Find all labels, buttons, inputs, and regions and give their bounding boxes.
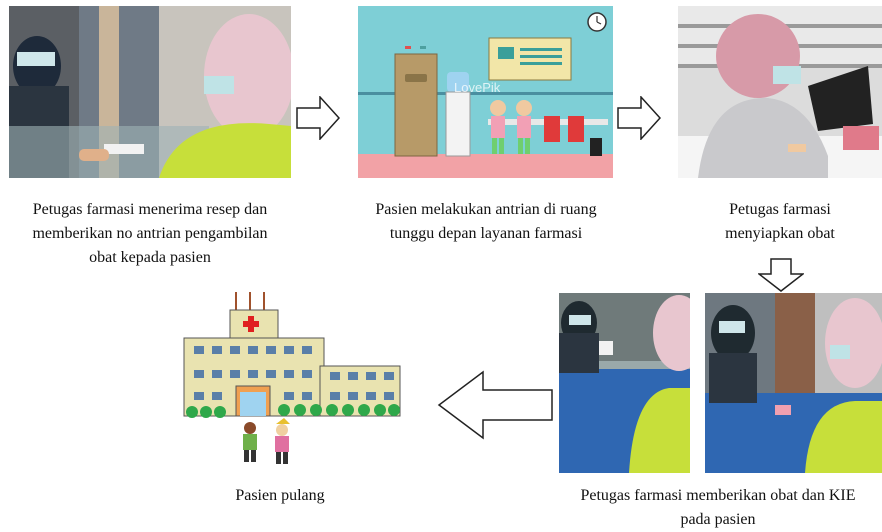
watermark-text: LovePik [454,80,501,95]
caption-step-4-line-2: pada pasien [680,511,756,528]
photo-prepare-medicine [678,6,882,178]
caption-step-3: Petugas farmasi menyiapkan obat [680,198,880,246]
arrow-down [758,258,804,292]
illustration-hospital [180,288,404,474]
photo-give-medicine-right [705,293,882,473]
caption-step-1-line-3: obat kepada pasien [89,249,211,266]
caption-step-3-line-1: Petugas farmasi [729,201,831,218]
arrow-left [437,370,553,440]
photo-give-medicine-left [559,293,690,473]
caption-step-4-line-1: Petugas farmasi memberikan obat dan KIE [580,487,856,504]
arrow-right-1 [296,96,340,140]
caption-step-2-line-2: tunggu depan layanan farmasi [389,225,583,242]
caption-step-2: Pasien melakukan antrian di ruang tunggu… [338,198,634,246]
arrow-right-2 [617,96,661,140]
caption-step-5: Pasien pulang [180,484,380,508]
photo-receive-prescription [9,6,291,178]
caption-step-4: Petugas farmasi memberikan obat dan KIE … [556,484,880,532]
caption-step-2-line-1: Pasien melakukan antrian di ruang [375,201,597,218]
illustration-waiting-room: LovePik [358,6,613,178]
caption-step-1-line-1: Petugas farmasi menerima resep dan [32,201,268,218]
caption-step-1: Petugas farmasi menerima resep dan membe… [2,198,298,270]
caption-step-3-line-2: menyiapkan obat [725,225,835,242]
caption-step-1-line-2: memberikan no antrian pengambilan [32,225,268,242]
caption-step-5-line-1: Pasien pulang [235,487,325,504]
